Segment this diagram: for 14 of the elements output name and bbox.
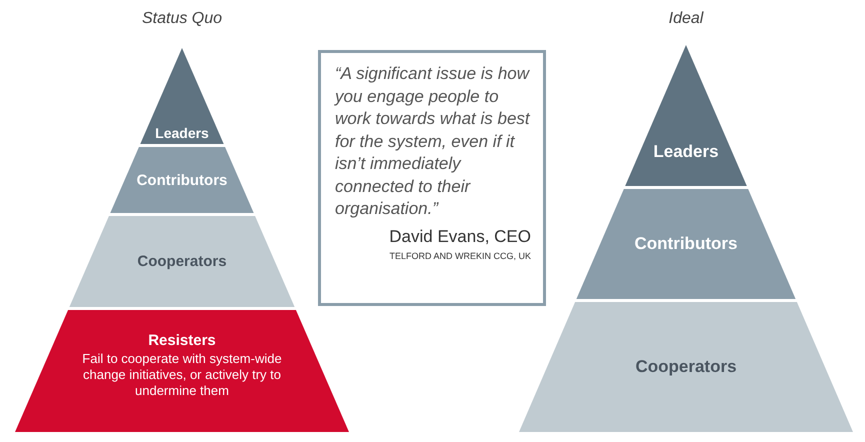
tier-label: Contributors — [136, 172, 228, 188]
tier-label: Resisters — [148, 332, 216, 348]
tier-label: Cooperators — [137, 253, 227, 270]
tier-label: Leaders — [653, 142, 719, 162]
tier-label: Contributors — [634, 234, 738, 254]
pyramid-heading: Status Quo — [142, 10, 222, 28]
tier-label: Cooperators — [635, 357, 737, 377]
pyramid-heading: Ideal — [668, 10, 704, 28]
tier-description: Fail to cooperate with system-wide change initiatives, or actively try to undermine them — [82, 350, 282, 398]
quote-box — [318, 50, 546, 306]
quote-text: “A significant issue is how you engage people to work towards what is best for the system, even if it isn’t immediately connected to their organisation.” — [335, 63, 531, 220]
author-affiliation: TELFORD AND WREKIN CCG, UK — [389, 250, 531, 260]
quote-author: David Evans, CEO — [389, 226, 531, 246]
tier-label: Leaders — [155, 125, 209, 141]
